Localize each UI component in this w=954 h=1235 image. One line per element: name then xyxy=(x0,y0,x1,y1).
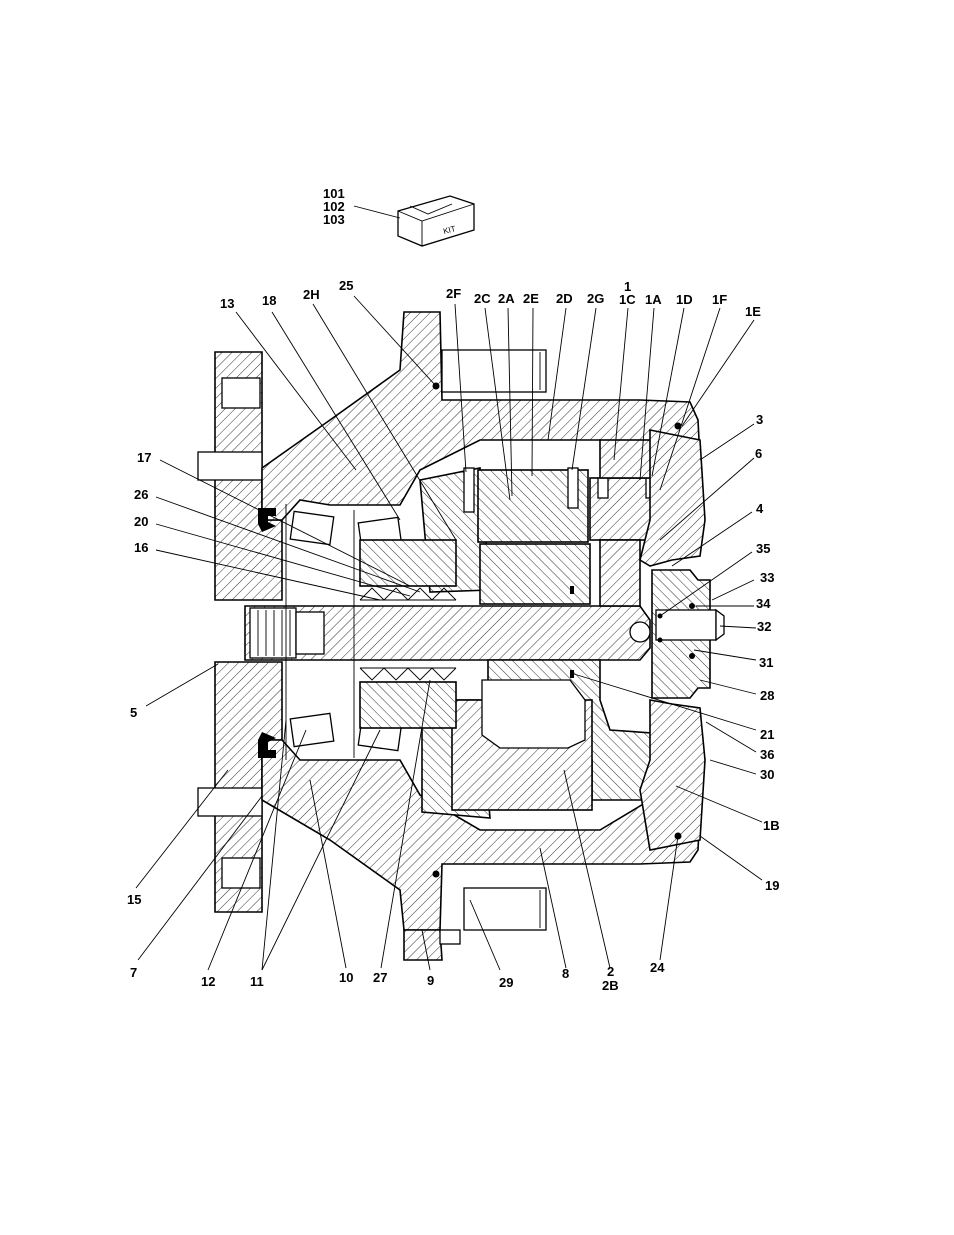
label-2H: 2H xyxy=(303,287,320,302)
label-2G: 2G xyxy=(587,291,604,306)
label-35: 35 xyxy=(756,541,770,556)
label-26: 26 xyxy=(134,487,148,502)
label-2B: 2B xyxy=(602,978,619,993)
label-25: 25 xyxy=(339,278,353,293)
kit-labels: 101 102 103 xyxy=(323,186,345,227)
label-2A: 2A xyxy=(498,291,515,306)
label-19: 19 xyxy=(765,878,779,893)
label-2E: 2E xyxy=(523,291,539,306)
label-4: 4 xyxy=(756,501,764,516)
label-34: 34 xyxy=(756,596,771,611)
label-5: 5 xyxy=(130,705,137,720)
spring-stack-lower xyxy=(359,667,457,681)
label-29: 29 xyxy=(499,975,513,990)
label-103: 103 xyxy=(323,212,345,227)
left-callouts: 17 26 20 16 5 xyxy=(130,450,151,720)
spring-stack-upper xyxy=(359,587,457,601)
label-8: 8 xyxy=(562,966,569,981)
kit-box: KIT xyxy=(353,195,475,247)
label-24: 24 xyxy=(650,960,665,975)
label-9: 9 xyxy=(427,973,434,988)
label-1F: 1F xyxy=(712,292,727,307)
label-3: 3 xyxy=(756,412,763,427)
label-2D: 2D xyxy=(556,291,573,306)
label-33: 33 xyxy=(760,570,774,585)
label-1D: 1D xyxy=(676,292,693,307)
label-15: 15 xyxy=(127,892,141,907)
label-1A: 1A xyxy=(645,292,662,307)
label-1B: 1B xyxy=(763,818,780,833)
label-6: 6 xyxy=(755,446,762,461)
label-2: 2 xyxy=(607,964,614,979)
leader-lines xyxy=(135,295,763,971)
label-27: 27 xyxy=(373,970,387,985)
label-101: 101 xyxy=(323,186,345,201)
label-102: 102 xyxy=(323,199,345,214)
label-31: 31 xyxy=(759,655,773,670)
label-28: 28 xyxy=(760,688,774,703)
top-callouts: 13 18 2H 25 2F 2C 2A 2E 2D 2G 1 1C 1A 1D… xyxy=(220,278,761,319)
kit-box-text: KIT xyxy=(442,224,456,236)
label-13: 13 xyxy=(220,296,234,311)
label-1C: 1C xyxy=(619,292,636,307)
label-11: 11 xyxy=(250,974,264,989)
label-2C: 2C xyxy=(474,291,491,306)
label-16: 16 xyxy=(134,540,148,555)
label-20: 20 xyxy=(134,514,148,529)
label-1: 1 xyxy=(624,279,631,294)
label-10: 10 xyxy=(339,970,353,985)
label-1E: 1E xyxy=(745,304,761,319)
label-2F: 2F xyxy=(446,286,461,301)
motor-cross-section xyxy=(197,311,725,961)
label-17: 17 xyxy=(137,450,151,465)
label-18: 18 xyxy=(262,293,276,308)
label-12: 12 xyxy=(201,974,215,989)
label-36: 36 xyxy=(760,747,774,762)
label-30: 30 xyxy=(760,767,774,782)
right-callouts: 3 6 4 35 33 34 32 31 28 21 36 30 1B 19 xyxy=(755,412,780,893)
label-32: 32 xyxy=(757,619,771,634)
label-7: 7 xyxy=(130,965,137,980)
bottom-callouts: 15 7 12 11 10 27 9 29 8 2 2B 24 xyxy=(127,892,665,993)
label-21: 21 xyxy=(760,727,774,742)
